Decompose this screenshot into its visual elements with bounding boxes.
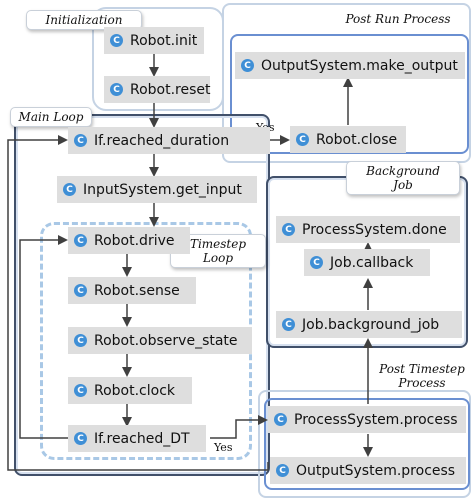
- class-icon: C: [274, 413, 287, 426]
- class-icon: C: [241, 59, 254, 72]
- class-icon: C: [310, 256, 323, 269]
- class-icon: C: [282, 223, 295, 236]
- post-timestep-inner-ring: [264, 398, 470, 490]
- class-icon: C: [74, 284, 87, 297]
- class-icon: C: [74, 334, 87, 347]
- class-icon: C: [110, 83, 123, 96]
- edge-main-loopback: [7, 135, 269, 471]
- main-loop-label: Main Loop: [10, 107, 92, 127]
- post-timestep-region: [258, 390, 471, 498]
- post-run-inner-ring: [230, 34, 469, 154]
- main-loop-region: [14, 114, 270, 476]
- class-icon: C: [63, 183, 76, 196]
- class-icon: C: [74, 432, 87, 445]
- background-job-label: Background Job: [346, 161, 460, 195]
- class-icon: C: [110, 34, 123, 47]
- initialization-label: Initialization: [26, 10, 142, 30]
- edge-dt-loopback: [19, 235, 70, 439]
- yes-label-dt: Yes: [214, 441, 233, 454]
- edge-dt-process: [210, 415, 268, 439]
- class-icon: C: [74, 384, 87, 397]
- post-run-label: Post Run Process: [345, 12, 451, 26]
- class-icon: C: [296, 133, 309, 146]
- class-icon: C: [74, 234, 87, 247]
- class-icon: C: [276, 464, 289, 477]
- class-icon: C: [74, 134, 87, 147]
- post-timestep-label: Post Timestep Process: [379, 362, 465, 390]
- class-icon: C: [282, 318, 295, 331]
